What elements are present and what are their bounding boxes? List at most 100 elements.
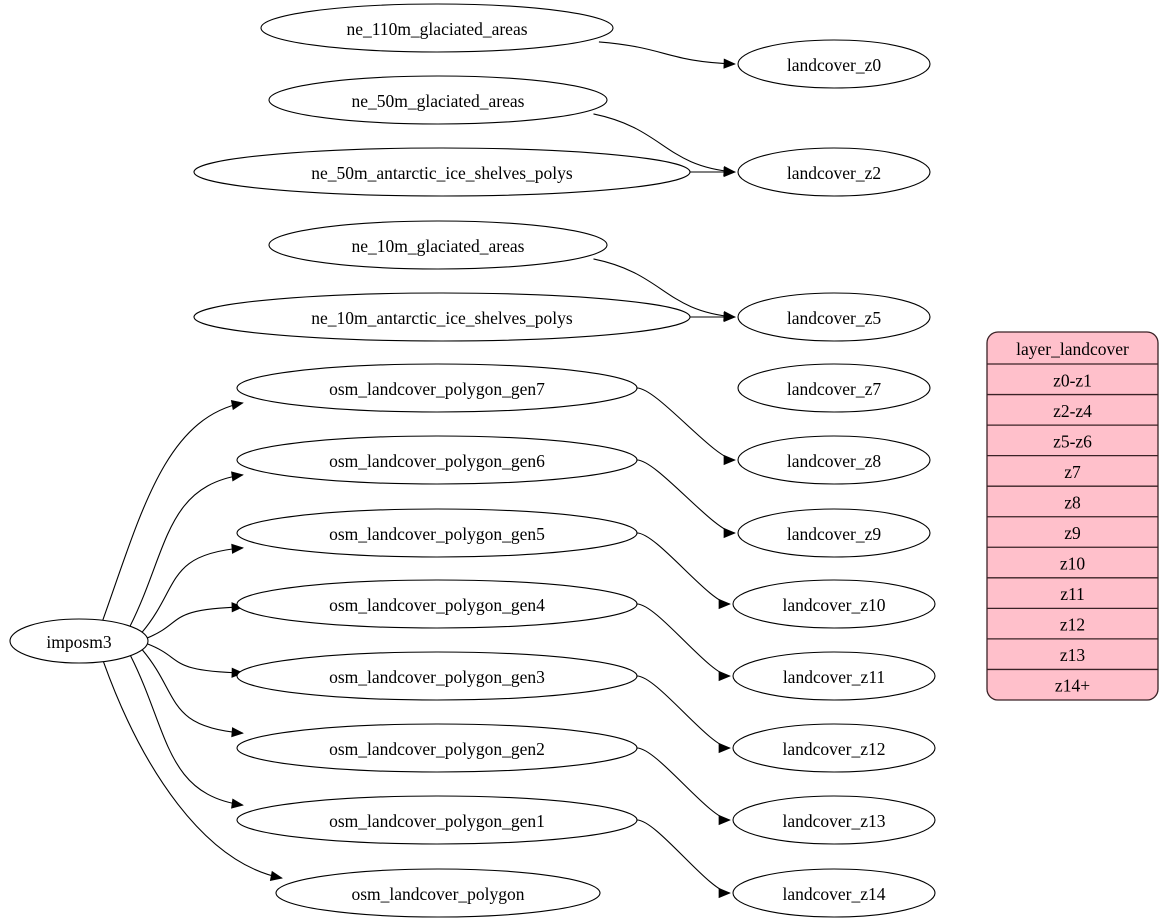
node-osm-landcover-polygon-gen6-label: osm_landcover_polygon_gen6 [329,451,545,471]
node-osm-landcover-polygon-gen4[interactable]: osm_landcover_polygon_gen4 [236,579,638,629]
node-landcover-z13[interactable]: landcover_z13 [732,795,936,845]
node-landcover-z14-label: landcover_z14 [782,884,885,904]
node-ne-110m-glaciated-areas-shape[interactable] [260,3,614,53]
node-ne-10m-glaciated-areas-label: ne_10m_glaciated_areas [352,236,525,256]
edge-osm-landcover-polygon-gen3-to-landcover-z12 [636,675,731,754]
edge-osm-landcover-polygon-gen7-to-landcover-z8-arrowhead [723,454,736,466]
node-osm-landcover-polygon-gen5[interactable]: osm_landcover_polygon_gen5 [236,508,638,558]
edge-osm-landcover-polygon-gen3-to-landcover-z12-path [636,675,731,749]
node-ne-50m-glaciated-areas-shape[interactable] [268,75,608,125]
edge-imposm3-to-osm-landcover-polygon-gen2-arrowhead [231,727,244,738]
node-osm-landcover-polygon-gen4-shape[interactable] [236,579,638,629]
node-osm-landcover-polygon-gen4-label: osm_landcover_polygon_gen4 [329,595,545,615]
table-row-z10[interactable]: z10 [1060,554,1086,574]
node-landcover-z9-shape[interactable] [737,508,931,558]
edge-osm-landcover-polygon-gen1-to-landcover-z14-arrowhead [718,887,731,899]
edge-imposm3-to-osm-landcover-polygon-gen2-path [141,649,244,734]
node-ne-50m-antarctic-ice-shelves-polys[interactable]: ne_50m_antarctic_ice_shelves_polys [193,147,691,197]
edge-osm-landcover-polygon-gen2-to-landcover-z13-arrowhead [718,814,731,826]
node-ne-50m-antarctic-ice-shelves-polys-shape[interactable] [193,147,691,197]
node-landcover-z9[interactable]: landcover_z9 [737,508,931,558]
node-landcover-z11-shape[interactable] [732,651,936,701]
node-osm-landcover-polygon[interactable]: osm_landcover_polygon [275,868,601,918]
edge-ne110m-to-z0-arrowhead [723,58,736,69]
edge-ne110m-to-z0 [598,41,736,69]
edge-osm-landcover-polygon-gen1-to-landcover-z14 [636,819,731,899]
edge-imposm3-to-osm-landcover-polygon-gen7-arrowhead [230,400,244,411]
node-osm-landcover-polygon-gen1-label: osm_landcover_polygon_gen1 [329,811,545,831]
node-landcover-z8-shape[interactable] [737,435,931,485]
edge-ne10m-antarctic-to-z5 [690,311,736,323]
table-row-z11[interactable]: z11 [1060,584,1085,604]
table-row-z14[interactable]: z14+ [1055,676,1090,696]
node-ne-50m-antarctic-ice-shelves-polys-label: ne_50m_antarctic_ice_shelves_polys [311,163,573,183]
edge-osm-landcover-polygon-gen6-to-landcover-z9-arrowhead [723,527,736,539]
node-osm-landcover-polygon-gen1[interactable]: osm_landcover_polygon_gen1 [236,795,638,845]
node-osm-landcover-polygon-gen7[interactable]: osm_landcover_polygon_gen7 [236,363,638,413]
node-osm-landcover-polygon-gen5-shape[interactable] [236,508,638,558]
edge-imposm3-to-osm-landcover-polygon [103,661,283,881]
node-osm-landcover-polygon-gen7-shape[interactable] [236,363,638,413]
node-osm-landcover-polygon-gen6[interactable]: osm_landcover_polygon_gen6 [236,435,638,485]
edge-osm-landcover-polygon-gen5-to-landcover-z10-path [636,532,731,605]
node-landcover-z12-shape[interactable] [732,723,936,773]
node-landcover-z13-shape[interactable] [732,795,936,845]
edge-ne10m-antarctic-to-z5-arrowhead [723,311,736,323]
node-landcover-z0-shape[interactable] [737,39,931,89]
node-imposm3[interactable]: imposm3 [9,618,149,664]
table-row-z9[interactable]: z9 [1064,523,1081,543]
edge-imposm3-to-osm-landcover-polygon-gen4 [147,602,244,639]
node-osm-landcover-polygon-gen3-shape[interactable] [236,651,638,701]
node-landcover-z5-shape[interactable] [737,292,931,342]
node-landcover-z10-shape[interactable] [732,579,936,629]
node-landcover-z0[interactable]: landcover_z0 [737,39,931,89]
node-landcover-z2-shape[interactable] [737,147,931,197]
nodes-layer: ne_110m_glaciated_areas ne_50m_glaciated_… [9,3,936,918]
table-row-z5-z6[interactable]: z5-z6 [1053,431,1092,451]
node-osm-landcover-polygon-gen2[interactable]: osm_landcover_polygon_gen2 [236,723,638,773]
node-osm-landcover-polygon-gen3[interactable]: osm_landcover_polygon_gen3 [236,651,638,701]
table-row-z13[interactable]: z13 [1060,645,1086,665]
node-landcover-z7[interactable]: landcover_z7 [737,363,931,413]
node-ne-110m-glaciated-areas[interactable]: ne_110m_glaciated_areas [260,3,614,53]
table-row-z2-z4[interactable]: z2-z4 [1053,401,1092,421]
node-landcover-z12[interactable]: landcover_z12 [732,723,936,773]
node-landcover-z5[interactable]: landcover_z5 [737,292,931,342]
table-row-z8[interactable]: z8 [1064,492,1081,512]
table-row-z0-z1[interactable]: z0-z1 [1053,370,1092,390]
node-ne-10m-glaciated-areas[interactable]: ne_10m_glaciated_areas [268,220,608,270]
edge-imposm3-to-osm-landcover-polygon-gen1-path [130,655,244,806]
table-row-z12[interactable]: z12 [1060,615,1085,635]
edge-osm-landcover-polygon-gen6-to-landcover-z9-path [636,459,736,534]
edge-imposm3-to-osm-landcover-polygon-gen5-path [141,547,244,633]
node-landcover-z7-shape[interactable] [737,363,931,413]
node-landcover-z2[interactable]: landcover_z2 [737,147,931,197]
edge-osm-landcover-polygon-gen6-to-landcover-z9 [636,459,736,539]
edge-imposm3-to-osm-landcover-polygon-gen7-path [102,402,244,621]
node-ne-110m-glaciated-areas-label: ne_110m_glaciated_areas [346,19,527,39]
node-landcover-z14[interactable]: landcover_z14 [732,868,936,918]
edge-osm-landcover-polygon-gen4-to-landcover-z11-path [636,603,731,677]
edge-imposm3-to-osm-landcover-polygon-gen3-path [147,643,244,674]
node-ne-10m-glaciated-areas-shape[interactable] [268,220,608,270]
node-landcover-z12-label: landcover_z12 [782,739,885,759]
node-landcover-z14-shape[interactable] [732,868,936,918]
node-ne-10m-antarctic-ice-shelves-polys[interactable]: ne_10m_antarctic_ice_shelves_polys [193,292,691,342]
node-osm-landcover-polygon-shape[interactable] [275,868,601,918]
edge-imposm3-to-osm-landcover-polygon-gen6-path [129,474,244,627]
node-landcover-z10[interactable]: landcover_z10 [732,579,936,629]
node-ne-50m-glaciated-areas[interactable]: ne_50m_glaciated_areas [268,75,608,125]
edge-osm-landcover-polygon-gen2-to-landcover-z13-path [636,747,731,821]
node-osm-landcover-polygon-gen1-shape[interactable] [236,795,638,845]
node-landcover-z11[interactable]: landcover_z11 [732,651,936,701]
node-landcover-z13-label: landcover_z13 [782,811,885,831]
node-landcover-z8[interactable]: landcover_z8 [737,435,931,485]
node-ne-10m-antarctic-ice-shelves-polys-shape[interactable] [193,292,691,342]
node-osm-landcover-polygon-gen2-shape[interactable] [236,723,638,773]
node-osm-landcover-polygon-gen6-shape[interactable] [236,435,638,485]
edge-imposm3-to-osm-landcover-polygon-gen7 [102,400,244,621]
table-row-z7[interactable]: z7 [1064,462,1081,482]
edge-osm-landcover-polygon-gen2-to-landcover-z13 [636,747,731,826]
node-imposm3-shape[interactable] [9,618,149,664]
